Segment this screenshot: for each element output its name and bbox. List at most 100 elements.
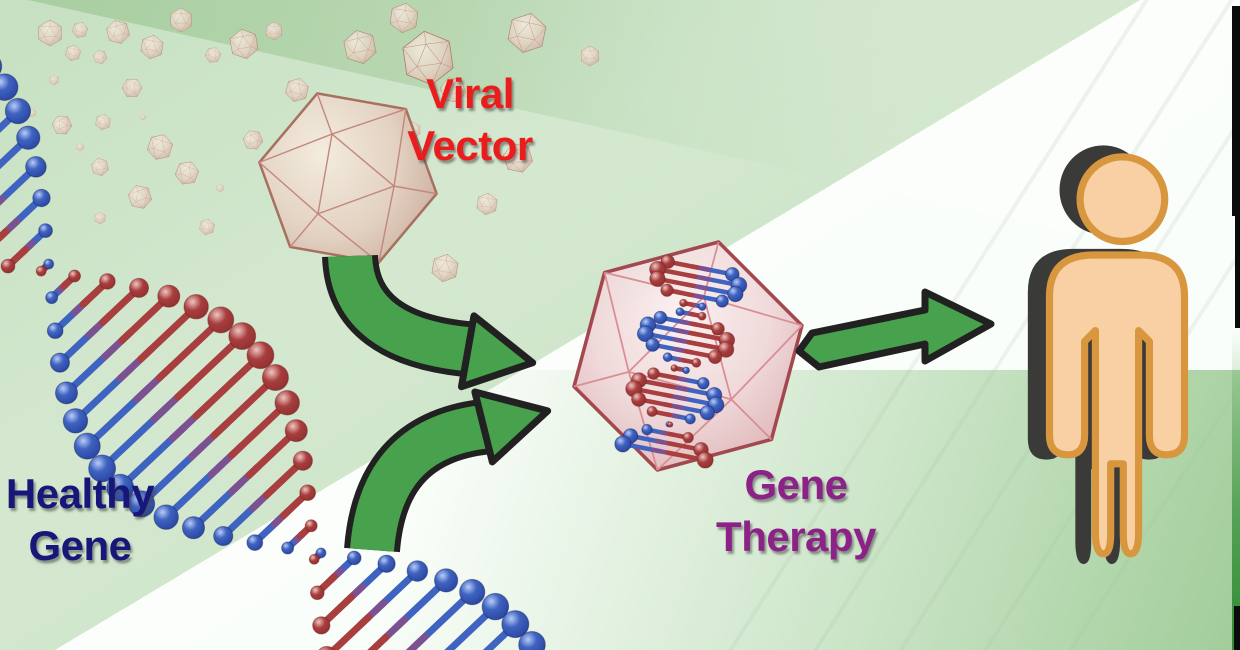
dna-bead-blue — [501, 610, 530, 639]
arrow-capsid-to-human — [795, 288, 995, 371]
dna-rung — [405, 633, 429, 650]
gene-therapy-line1: Gene — [744, 461, 848, 508]
healthy-gene-label: Healthy Gene — [0, 468, 170, 572]
dna-bead-blue — [614, 435, 632, 453]
dna-bead-blue — [675, 307, 685, 317]
virus-icon — [174, 161, 200, 185]
dna-bead-blue — [682, 366, 690, 375]
dna-bead-red — [660, 283, 674, 297]
capsid-dna-icon — [614, 254, 748, 469]
screen-edge-black-bar — [1234, 606, 1240, 650]
dna-bead-blue — [0, 58, 3, 74]
dna-bead-blue — [645, 337, 660, 352]
dna-bead-blue — [25, 156, 47, 178]
dna-bead-red — [312, 616, 331, 635]
dna-bead-red — [691, 357, 702, 368]
virus-icon — [140, 113, 146, 121]
dna-bead-blue — [0, 73, 19, 101]
virus-icon — [389, 2, 419, 34]
dna-bead-blue — [377, 554, 396, 573]
screen-edge-black-bar — [1235, 216, 1240, 328]
dna-bead-blue — [481, 592, 510, 621]
dna-bead-blue — [106, 473, 135, 502]
dna-rung — [192, 351, 264, 420]
dna-bead-red — [309, 585, 325, 601]
dna-double-helix-icon-beads — [0, 58, 546, 650]
dna-bead-blue — [246, 534, 264, 551]
dna-bead-blue — [715, 294, 729, 308]
dna-rung — [210, 374, 279, 440]
dna-bead-blue — [16, 125, 41, 150]
viral-vector-line2: Vector — [407, 122, 533, 170]
virus-icon — [94, 211, 106, 225]
dna-bead-red — [284, 419, 308, 443]
dna-bead-blue — [49, 352, 70, 373]
virus-icon — [128, 185, 152, 209]
dna-bead-blue — [62, 408, 89, 434]
dna-bead-blue — [696, 376, 710, 390]
gene-therapy-label: Gene Therapy — [666, 459, 926, 563]
dna-bead-red — [318, 645, 336, 650]
virus-icon — [147, 134, 173, 160]
virus-icon — [170, 7, 192, 33]
curved-arrow-band — [328, 254, 480, 372]
dna-bead-red — [647, 367, 660, 380]
dna-rung — [155, 316, 225, 382]
virus-icon — [507, 13, 547, 53]
virus-icon — [476, 192, 498, 216]
dna-bead-blue — [181, 516, 206, 540]
virus-icon — [402, 30, 454, 86]
dna-bead-blue — [641, 423, 653, 436]
viral-vector-virus-icon — [258, 92, 438, 264]
virus-icon — [106, 20, 130, 44]
dna-rung — [444, 603, 499, 650]
dna-double-helix-icon-rungs — [0, 83, 536, 650]
dna-bead-red — [667, 421, 674, 428]
dna-bead-red — [261, 363, 289, 392]
dna-bead-blue — [315, 547, 327, 559]
dna-bead-blue — [636, 325, 654, 343]
healthy-gene-line1: Healthy — [5, 470, 155, 517]
dna-bead-blue — [662, 352, 673, 363]
dna-bead-red — [697, 311, 707, 321]
screen-edge — [1232, 6, 1240, 650]
dna-bead-blue — [459, 578, 486, 606]
virus-cluster — [28, 2, 599, 282]
dna-bead-red — [696, 451, 714, 469]
dna-bead-red — [660, 254, 676, 269]
human-head — [1076, 153, 1169, 246]
dna-bead-red — [304, 519, 318, 533]
virus-icon — [93, 50, 107, 64]
virus-icon — [285, 78, 309, 102]
virus-icon — [65, 45, 81, 61]
dna-bead-blue — [73, 432, 101, 460]
human-body — [1045, 251, 1189, 558]
virus-icon — [242, 130, 264, 150]
dna-bead-red — [183, 294, 209, 320]
dna-bead-blue — [406, 560, 429, 582]
virus-icon — [431, 254, 459, 282]
arrow-viral-to-capsid — [322, 253, 537, 391]
dna-bead-red — [679, 298, 688, 308]
dna-rung — [174, 332, 246, 401]
virus-icon — [140, 35, 164, 59]
curved-arrow-head — [457, 312, 537, 391]
dna-double-helix-icon — [0, 58, 546, 650]
dna-rung — [0, 228, 10, 243]
viral-vector-line1: Viral — [426, 70, 514, 117]
curved-arrow-head — [471, 388, 552, 466]
virus-icon — [72, 22, 88, 38]
dna-bead-red — [228, 322, 257, 350]
dna-bead-red — [299, 484, 317, 502]
virus-icon — [266, 21, 282, 41]
dna-bead-red — [649, 270, 666, 287]
virus-icon — [121, 79, 143, 97]
virus-icon — [229, 29, 259, 59]
dna-bead-blue — [433, 568, 459, 593]
dna-bead-red — [631, 391, 647, 407]
arrow-gene-to-capsid — [344, 388, 552, 553]
dna-bead-red — [308, 553, 320, 565]
virus-icon — [76, 142, 84, 152]
